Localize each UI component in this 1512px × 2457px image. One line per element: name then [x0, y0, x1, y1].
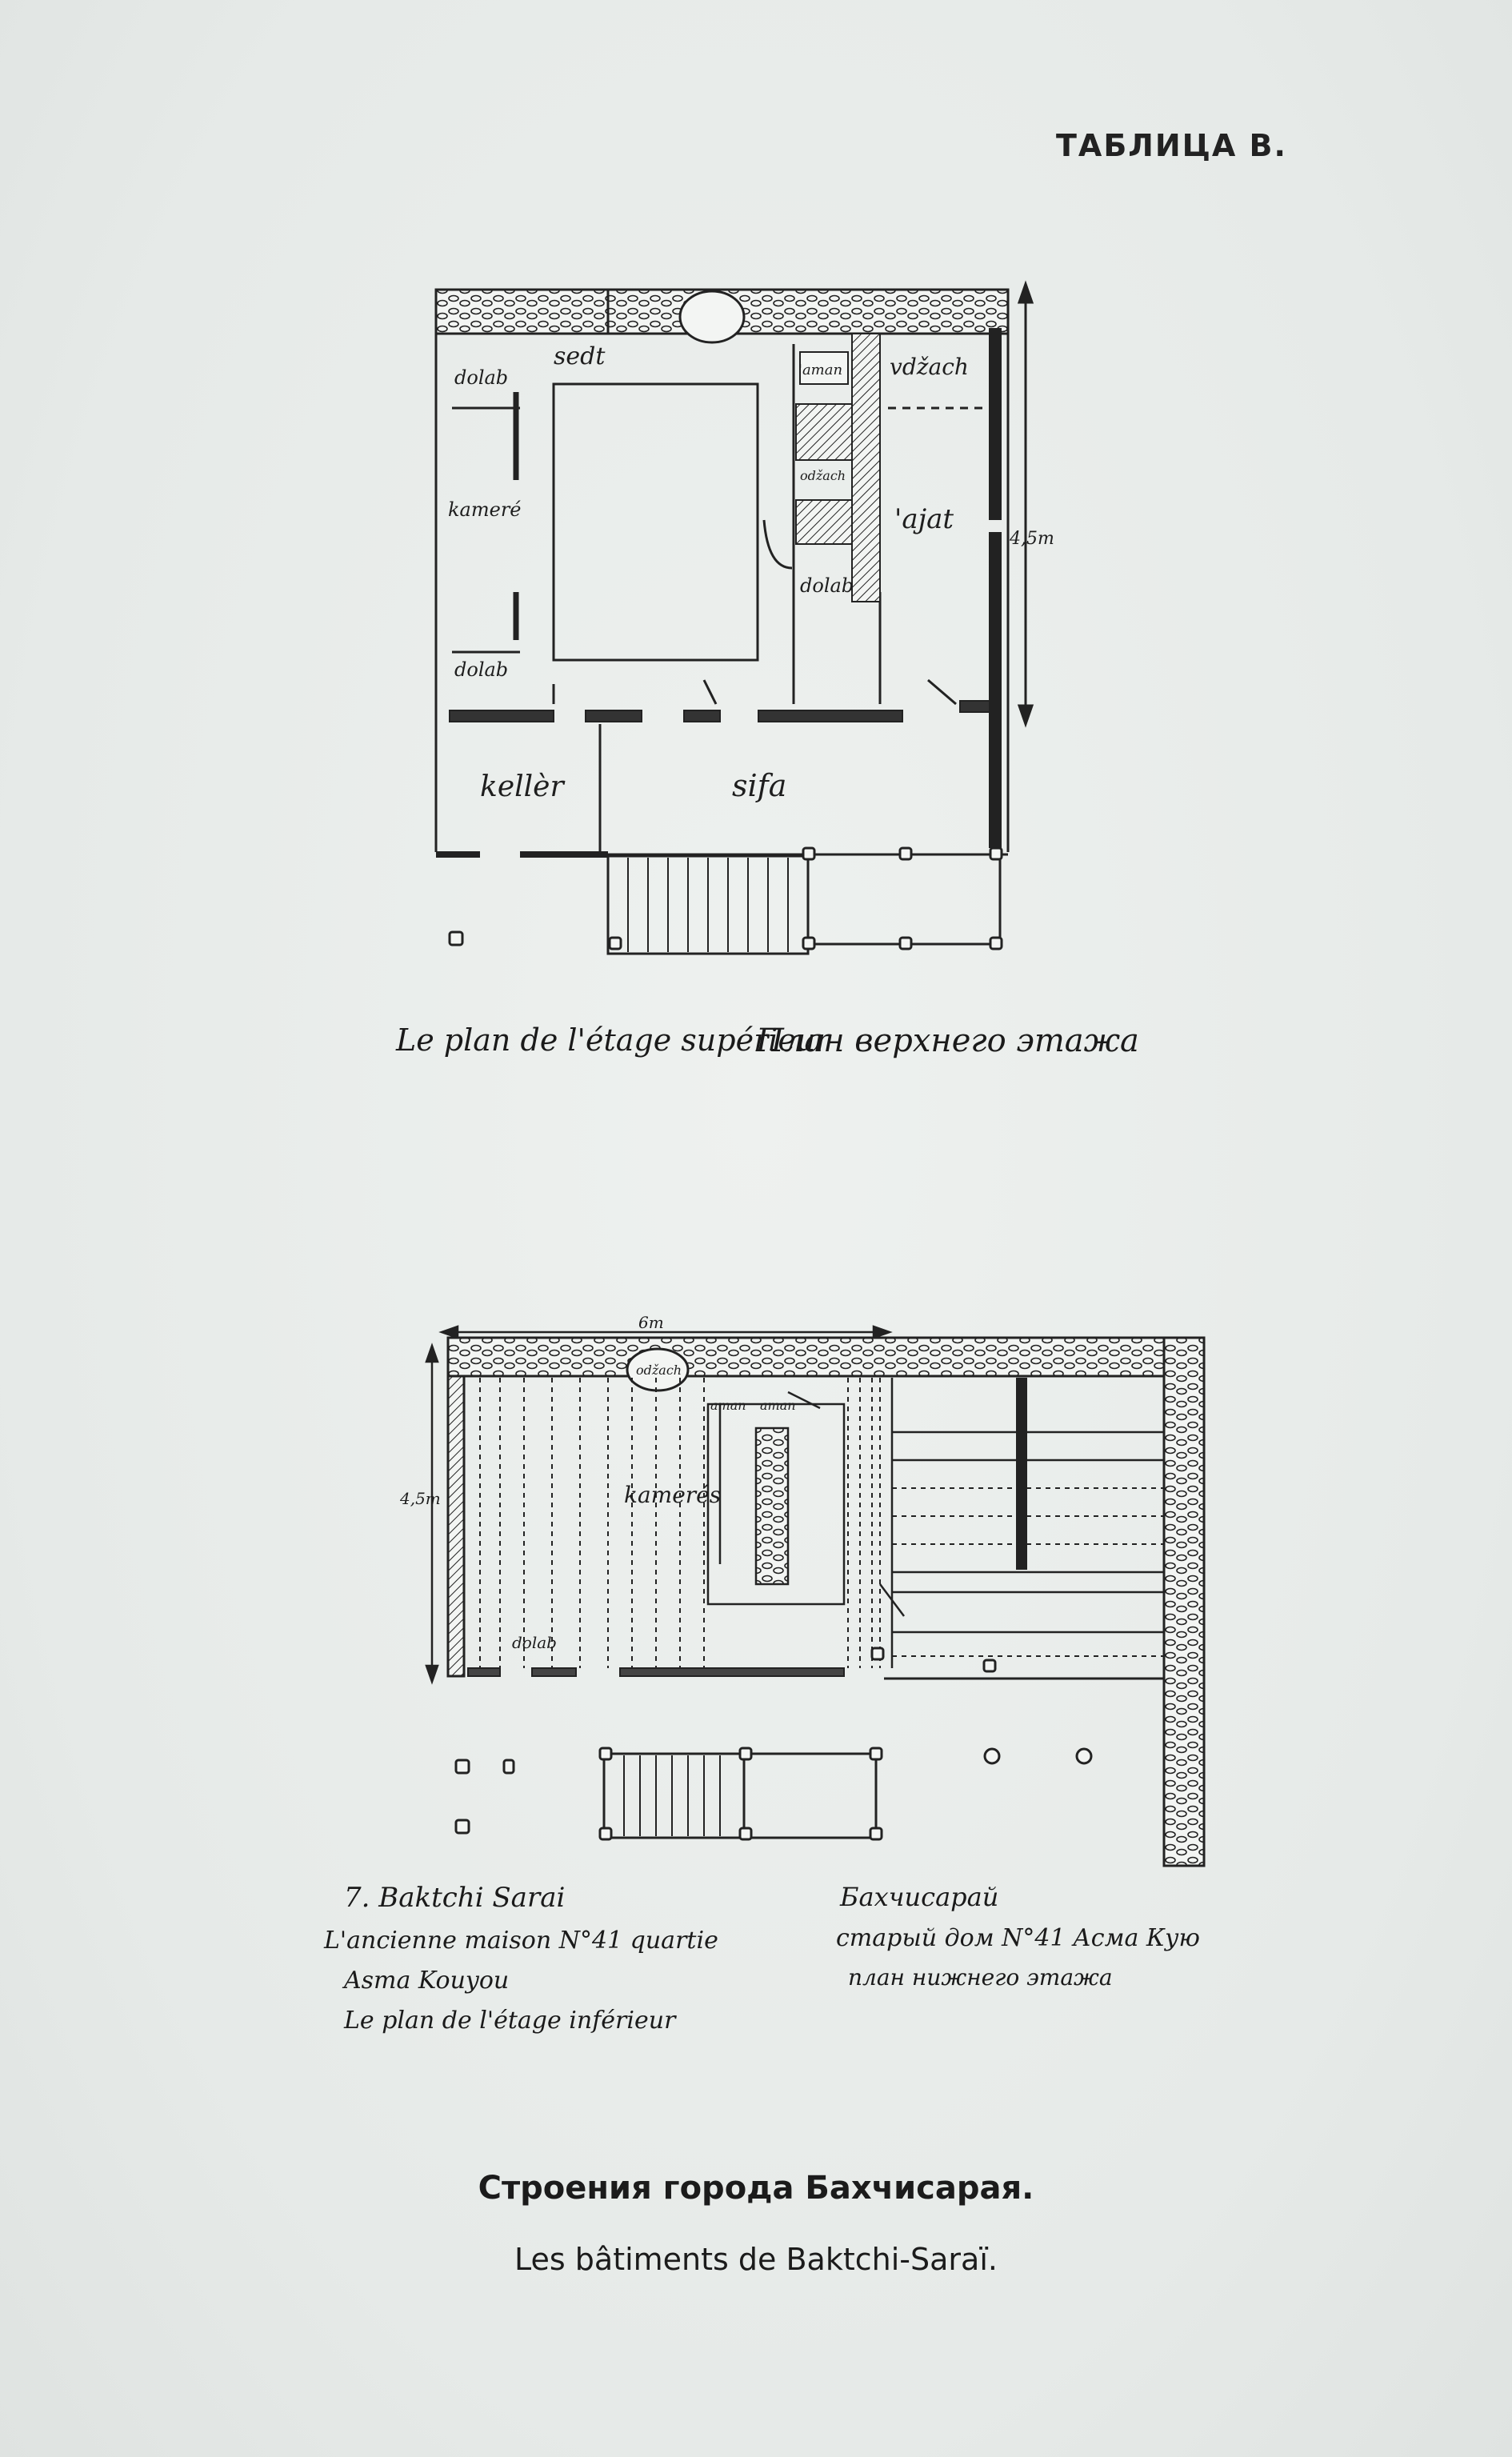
note-ru-line3: план нижнего этажа [848, 1964, 1113, 1991]
note-fr-line3: Asma Kouyou [344, 1967, 510, 1995]
lower-label-aman-small: aman [710, 1398, 746, 1413]
upper-stone-wall [434, 288, 1010, 344]
lower-width-arrow [438, 1325, 893, 1339]
lower-label-odzach: odžach [636, 1363, 682, 1378]
lower-label-kameres: kamerés [624, 1482, 721, 1508]
upper-caption-ru: План верхнего этажа [756, 1022, 1139, 1059]
lower-height-arrow [425, 1343, 439, 1685]
note-fr-line1: 7. Baktchi Sarai [344, 1882, 566, 1914]
upper-label-keller: kellèr [480, 770, 565, 803]
note-fr-line2: L'ancienne maison N°41 quartie [324, 1927, 718, 1955]
lower-stone-pillar [754, 1427, 790, 1586]
lower-label-height: 4,5m [399, 1489, 441, 1508]
plate-label: ТАБЛИЦА В. [1056, 128, 1287, 163]
upper-label-aman: 'aman [798, 362, 842, 378]
upper-hearth [795, 333, 881, 602]
lower-joists [479, 1378, 1164, 1668]
note-ru-line2: старый дом N°41 Асма Кую [836, 1924, 1200, 1952]
upper-label-kamere: kamerе́ [448, 498, 522, 521]
upper-posts [448, 846, 1003, 950]
upper-label-dolab-bottom: dolab [454, 658, 508, 681]
upper-caption-fr: Le plan de l'étage supérieur [396, 1022, 830, 1058]
lower-label-width: 6m [638, 1313, 664, 1332]
lower-outer-walls [446, 1375, 1164, 1680]
lower-stair-posts [598, 1747, 883, 1841]
lower-label-dolab: dolab [512, 1633, 557, 1652]
lower-stone-right-wall [1162, 1336, 1206, 1867]
note-ru-line1: Бахчисарай [840, 1882, 999, 1912]
lower-hearth-circle [626, 1347, 690, 1392]
lower-dark-wall [1016, 1378, 1027, 1570]
lower-bottom-beams [467, 1667, 845, 1677]
upper-interior-walls [452, 344, 996, 852]
lower-label-aman: aman [760, 1398, 796, 1413]
upper-label-ajat: 'ajat [894, 503, 954, 535]
lower-stairs [602, 1752, 878, 1839]
caption-fr: Les bâtiments de Baktchi-Saraï. [514, 2242, 998, 2277]
lower-posts [454, 1647, 1093, 1835]
upper-label-dolab-top: dolab [454, 366, 508, 389]
lower-stone-top-wall [446, 1336, 1174, 1378]
note-fr-line4: Le plan de l'étage inférieur [344, 2007, 676, 2035]
caption-ru: Строения города Бахчисарая. [478, 2170, 1034, 2207]
upper-label-vdzach: vdžach [890, 354, 969, 380]
upper-outer-walls [434, 334, 1010, 858]
upper-label-dimension: 4,5m [1009, 529, 1054, 549]
lower-interior-walls [706, 1375, 1164, 1668]
upper-dimension-arrow [1017, 280, 1034, 728]
upper-cross-wall [449, 700, 993, 722]
upper-label-sifa: sifa [732, 768, 786, 803]
upper-right-wall [989, 328, 1002, 848]
upper-label-sedt: sedt [554, 342, 606, 370]
upper-label-dolab-mid: dolab [800, 574, 854, 597]
upper-label-odzach: odžach [800, 468, 846, 483]
